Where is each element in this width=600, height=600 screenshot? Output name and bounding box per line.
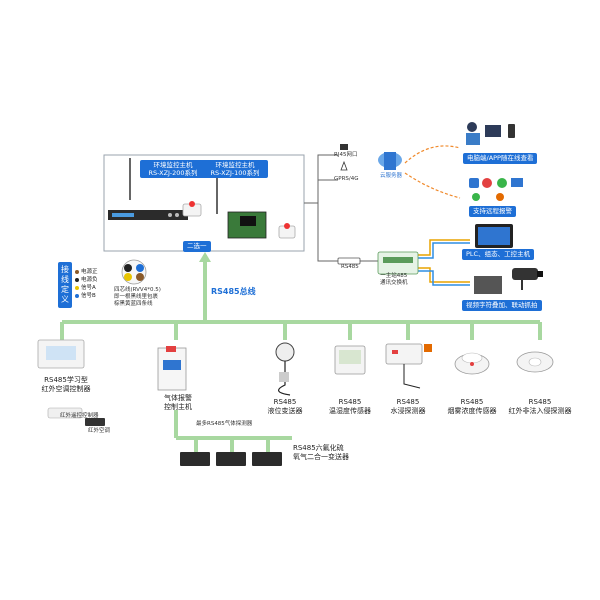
device-line2: 红外非法入侵探测器: [508, 407, 572, 415]
device-line2: 水浸探测器: [390, 407, 426, 415]
plc-tag: PLC、组态、工控主机: [462, 249, 535, 260]
arrow-to-pc: [404, 145, 461, 164]
switch-line2: 通讯交换机: [380, 280, 408, 286]
device-line1: RS485: [338, 398, 362, 406]
device-label-ac-controller: RS485学习型 红外空调控制器: [36, 376, 96, 394]
host-100-line1: 环境监控主机: [215, 161, 255, 169]
device-line2: 温湿度传感器: [329, 407, 371, 415]
host-200-line2: RS-XZJ-200系列: [148, 169, 198, 177]
cable-note: 四芯线(RVV4*0.5) 即一根黑线里包裹 棕黑黄蓝四条线: [114, 287, 161, 308]
gas-alarm-host-device: [157, 346, 187, 391]
antenna-icon: [340, 160, 348, 171]
wiring-list: 电源正 电源负 信号A 信号B: [81, 268, 98, 300]
gprs-label: GPRS/4G: [334, 176, 359, 182]
host-100-tag: 环境监控主机 RS-XZJ-100系列: [202, 160, 268, 178]
arrow-to-phone: [404, 172, 461, 199]
plc-screen-icon: [475, 224, 513, 248]
device-line1: RS485: [273, 398, 297, 406]
host-100-line2: RS-XZJ-100系列: [210, 169, 260, 177]
device-label-level: RS485 液位变送器: [258, 398, 312, 416]
device-label-temp-humidity: RS485 温湿度传感器: [322, 398, 378, 416]
gas-line2: 氧气二合一变送器: [293, 453, 349, 461]
water-leak-detector-device: [385, 343, 432, 389]
temp-humidity-sensor-device: [334, 345, 366, 375]
rj45-label: RJ45网口: [334, 152, 358, 158]
device-line1: RS485: [396, 398, 420, 406]
switch-label: 一主站485 通讯交换机: [380, 273, 408, 287]
pc-user-icon: [466, 122, 515, 145]
ac-label: 红外空调: [88, 428, 111, 434]
pc-app-tag: 电脑端/APP随在线查看: [463, 153, 538, 164]
device-line2: 烟雾浓度传感器: [447, 407, 497, 415]
line-rj45: [304, 154, 338, 204]
rs485-bus-label: RS485总线: [211, 287, 256, 296]
wiring-item: 信号A: [81, 285, 96, 291]
device-line1: RS485: [528, 398, 552, 406]
device-line1: 气体报警: [164, 394, 192, 402]
cable-line3: 棕黑黄蓝四条线: [114, 301, 153, 307]
four-core-cable-icon: [121, 259, 147, 285]
wiring-item: 信号B: [81, 293, 96, 299]
gas-transmitter-label: RS485六氟化硫 氧气二合一变送器: [293, 444, 349, 462]
wiring-dots: [75, 270, 79, 298]
device-line2: 红外空调控制器: [41, 385, 91, 393]
host-200-tag: 环境监控主机 RS-XZJ-200系列: [140, 160, 206, 178]
device-label-infrared: RS485 红外非法入侵探测器: [502, 398, 578, 416]
alarm-icons: [469, 178, 523, 201]
device-label-gas-host: 气体报警 控制主机: [164, 394, 214, 412]
gas-note: 最多RS485气体探测器: [196, 421, 253, 427]
wiring-item: 电源负: [81, 277, 98, 283]
switch-line1: 一主站485: [380, 273, 408, 279]
line-rs485: [317, 203, 338, 262]
ac-box-label: 红外遥控控制器: [60, 413, 99, 419]
device-label-smoke: RS485 烟雾浓度传感器: [440, 398, 504, 416]
gas-line1: RS485六氟化硫: [293, 444, 344, 452]
device-line2: 控制主机: [164, 403, 192, 411]
rs485-port-label: RS485: [341, 264, 359, 270]
device-line2: 液位变送器: [267, 407, 303, 415]
wiring-item: 电源正: [81, 269, 98, 275]
device-line1: RS485: [460, 398, 484, 406]
infrared-intrusion-detector-device: [516, 351, 554, 373]
wiring-title: 接线定义: [58, 262, 72, 308]
choose-one-tag: 二选一: [183, 241, 211, 252]
remote-alarm-tag: 支持远程报警: [469, 206, 516, 217]
device-line1: RS485学习型: [44, 376, 88, 384]
rs485-port-icon: [337, 257, 361, 265]
switch-icon: [377, 251, 419, 275]
cable-line1: 四芯线(RVV4*0.5): [114, 287, 161, 293]
rs485-bus: [60, 255, 542, 452]
ac-controller-device: [37, 339, 105, 426]
camera-icon: [474, 268, 543, 294]
rj45-port-icon: [340, 144, 348, 150]
video-tag: 视频字符叠加、联动抓拍: [462, 300, 542, 311]
host-200-line1: 环境监控主机: [153, 161, 193, 169]
host-200-device: [108, 158, 188, 220]
device-label-water: RS485 水浸探测器: [382, 398, 434, 416]
level-transmitter-device: [275, 342, 295, 396]
cloud-server-icon: [378, 152, 402, 170]
cloud-label: 云服务器: [380, 173, 403, 179]
cable-line2: 即一根黑线里包裹: [114, 294, 159, 300]
gas-detector-devices: [180, 452, 282, 466]
host-100-device: [216, 168, 267, 239]
smoke-sensor-device: [454, 352, 490, 375]
